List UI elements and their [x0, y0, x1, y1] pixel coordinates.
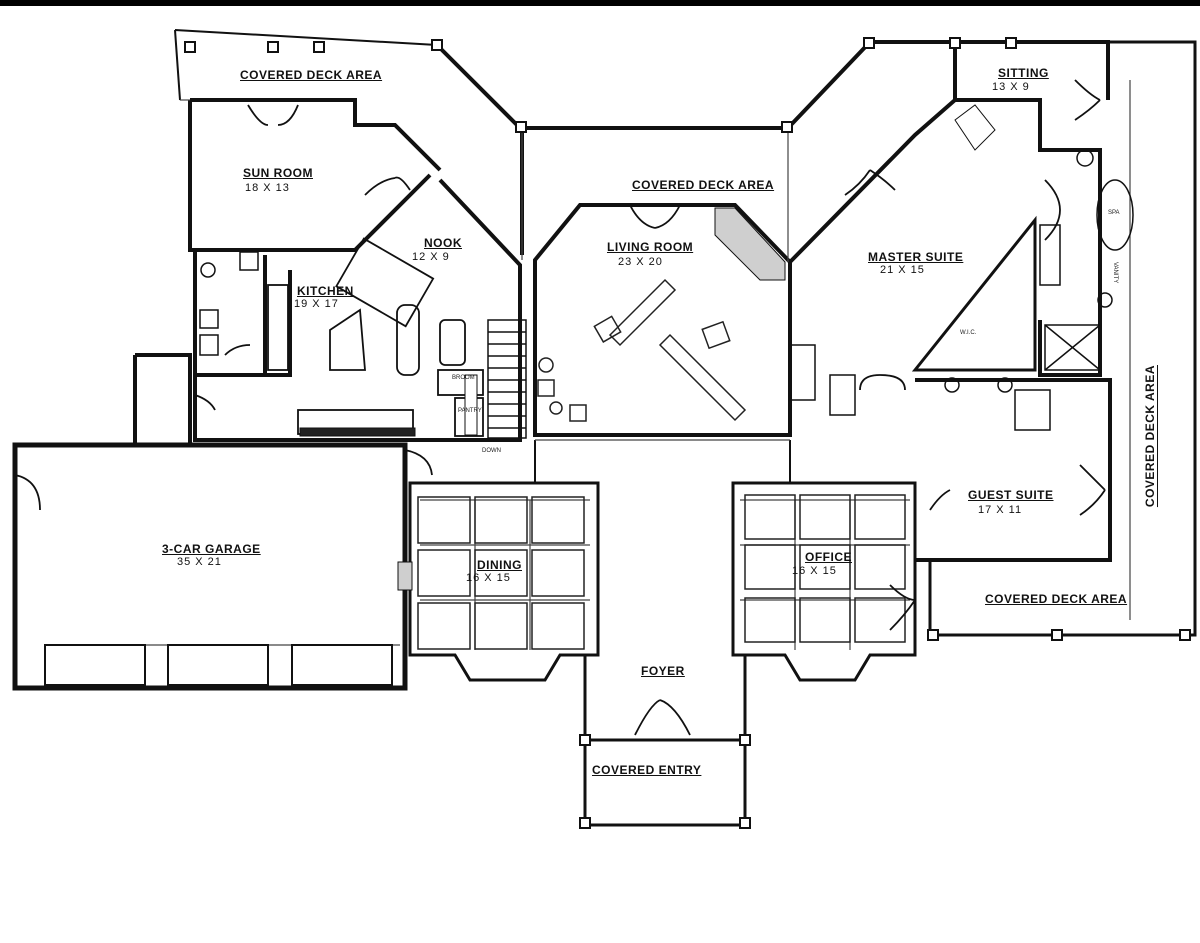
vanity-label: VANITY [1112, 262, 1118, 284]
foyer-label: FOYER [641, 664, 685, 678]
covered-deck-label-northwest: COVERED DECK AREA [240, 68, 383, 82]
foyer-walls [583, 655, 747, 742]
master-bath-walls [955, 98, 1102, 377]
spa-label: SPA [1108, 210, 1120, 216]
outer-angled-wall-east [786, 40, 1110, 130]
office-label: OFFICE [805, 550, 852, 564]
master-suite-walls [788, 42, 957, 264]
garage-side-room [133, 353, 192, 445]
central-hall [534, 440, 791, 483]
garage-label: 3-CAR GARAGE [162, 542, 261, 556]
kitchen-inner-wall [195, 270, 292, 377]
down-label: DOWN [482, 448, 501, 454]
covered-deck-label-east: COVERED DECK AREA [1143, 365, 1157, 508]
master-suite-label: MASTER SUITE [868, 250, 964, 264]
living-room-label: LIVING ROOM [607, 240, 694, 254]
upper-deck-wall [190, 98, 442, 172]
garage-walls [12, 442, 408, 691]
kitchen-dims: 19 X 17 [294, 298, 339, 310]
wic-label: W.I.C. [960, 330, 977, 336]
spa-tub [1096, 179, 1134, 251]
covered-entry-label: COVERED ENTRY [592, 763, 702, 777]
guest-suite-walls [915, 378, 1112, 562]
nook-dims: 12 X 9 [412, 251, 450, 263]
kitchen-label: KITCHEN [297, 284, 354, 298]
broom-label: BROOM [452, 375, 475, 381]
sun-room-dims: 18 X 13 [245, 182, 290, 194]
garage-door-3 [291, 644, 393, 686]
covered-entry-walls [583, 740, 747, 827]
office-dims: 16 X 15 [792, 565, 837, 577]
sunroom-walls [188, 100, 432, 252]
west-deck-outline [174, 29, 438, 101]
garage-dims: 35 X 21 [177, 556, 222, 568]
sitting-label: SITTING [998, 66, 1049, 80]
dining-label: DINING [477, 558, 522, 572]
pantry-label: PANTRY [458, 408, 482, 414]
sitting-dims: 13 X 9 [992, 81, 1030, 93]
sun-room-label: SUN ROOM [243, 166, 313, 180]
covered-deck-label-center: COVERED DECK AREA [632, 178, 775, 192]
master-suite-dims: 21 X 15 [880, 264, 925, 276]
office-walls [731, 481, 917, 682]
east-deck-outer [928, 40, 1197, 637]
dining-dims: 16 X 15 [466, 572, 511, 584]
garage-door-2 [167, 644, 269, 686]
dining-walls [408, 481, 600, 682]
garage-door-1 [44, 644, 146, 686]
wic-walls [911, 215, 1037, 372]
nook-label: NOOK [424, 236, 462, 250]
guest-suite-dims: 17 X 11 [978, 504, 1023, 516]
covered-deck-label-southeast: COVERED DECK AREA [985, 592, 1128, 606]
guest-suite-label: GUEST SUITE [968, 488, 1054, 502]
top-border-bar [0, 0, 1200, 6]
living-room-dims: 23 X 20 [618, 256, 663, 268]
